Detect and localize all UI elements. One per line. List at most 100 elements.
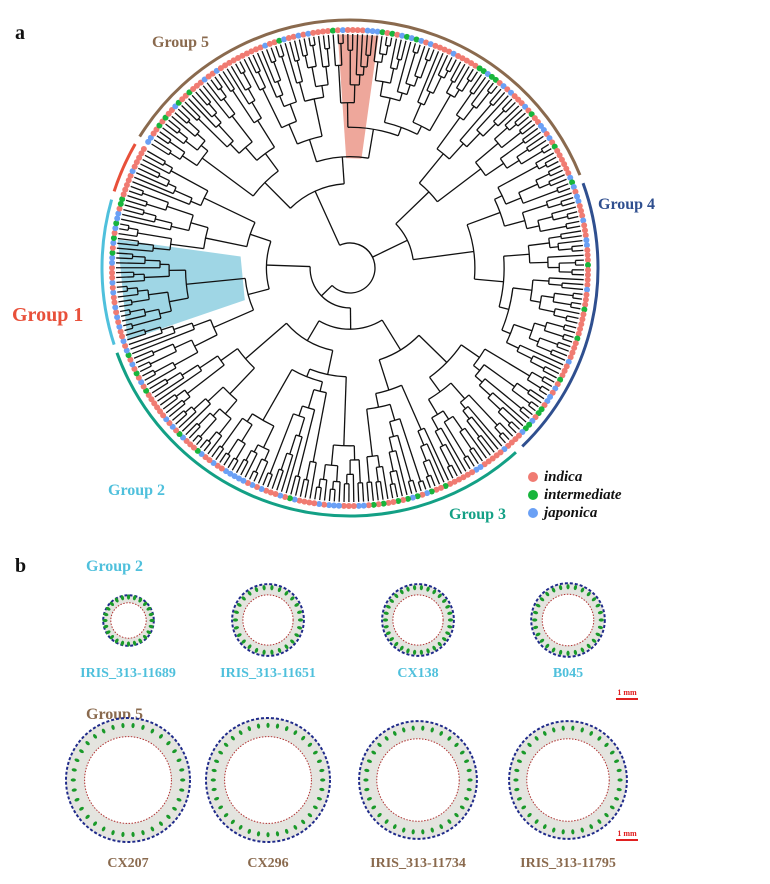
stem-cross-section [358, 720, 478, 840]
tree-branch [166, 372, 181, 382]
tree-branch [169, 141, 186, 153]
vascular-bundle [516, 797, 522, 801]
tree-branch [443, 70, 449, 79]
vascular-bundle [294, 633, 300, 637]
tree-branch [337, 65, 342, 103]
tree-branch [186, 364, 225, 394]
tree-branch [319, 487, 322, 501]
tree-branch [445, 69, 451, 73]
tree-branch [567, 211, 578, 215]
tree-branch [230, 65, 246, 91]
tree-branch [118, 299, 132, 303]
stem-sample-label: IRIS_313-11795 [520, 856, 616, 871]
tree-branch [431, 410, 444, 419]
tree-branch [528, 337, 539, 343]
leaf-dot [295, 32, 302, 39]
tree-branch [432, 76, 442, 94]
tree-branch [175, 413, 188, 425]
vascular-bundle [406, 648, 410, 654]
vascular-bundle [580, 647, 585, 653]
tree-branch [192, 434, 199, 442]
tree-branch [130, 323, 134, 329]
leaf-dot [576, 203, 583, 210]
tree-branch [313, 36, 316, 46]
tree-branch [269, 413, 294, 474]
tree-branch [227, 457, 235, 469]
leaf-dot [581, 306, 588, 313]
tree-branch [208, 431, 217, 442]
leaf-dot [244, 479, 251, 486]
tree-branch [375, 467, 379, 482]
tree-branch [191, 406, 197, 413]
vascular-bundle [521, 750, 527, 755]
tree-branch [445, 443, 463, 475]
group5-highlight-clade [337, 34, 379, 159]
tree-branch [158, 175, 170, 182]
leaf-dot [380, 500, 387, 507]
panel-b-group2-title: Group 2 [86, 558, 144, 575]
vascular-bundle [447, 625, 453, 629]
tree-branch [295, 475, 301, 478]
vascular-bundle [316, 759, 322, 764]
tree-branch [244, 278, 255, 311]
tree-branch [381, 319, 402, 351]
leaf-dot [460, 474, 467, 481]
tree-branch [529, 261, 548, 264]
vascular-bundle [284, 726, 289, 732]
vascular-bundle [297, 626, 303, 630]
vascular-bundle [447, 736, 452, 741]
tree-branch [211, 445, 221, 458]
vascular-bundle [589, 730, 594, 736]
tree-branch [116, 252, 133, 255]
tree-branch [118, 232, 138, 238]
leaf-dot [574, 335, 581, 342]
vascular-bundle [166, 814, 171, 819]
tree-branch [406, 84, 411, 95]
tree-branch [384, 36, 388, 46]
tree-branch [125, 329, 145, 336]
tree-branch [168, 167, 174, 174]
vascular-bundle [366, 797, 372, 801]
tree-branch [389, 484, 394, 499]
tree-branch [426, 89, 434, 94]
leaf-dot [419, 491, 426, 498]
tree-branch [483, 364, 515, 388]
tree-branch [146, 203, 166, 211]
tree-branch [306, 320, 320, 341]
vascular-bundle [385, 604, 391, 609]
tree-branch [425, 476, 431, 488]
tree-branch [519, 344, 564, 366]
vascular-bundle [591, 597, 597, 602]
leaf-dot [109, 284, 116, 291]
tree-branch [563, 328, 576, 334]
tree-branch [389, 38, 398, 69]
leaf-dot [556, 152, 563, 159]
tree-branch [476, 129, 484, 137]
vascular-bundle [439, 730, 444, 736]
vascular-bundle [137, 597, 142, 603]
vascular-bundle [148, 624, 154, 628]
stem-cavity [109, 601, 147, 639]
tree-branch [459, 394, 470, 403]
leaf-dot [442, 482, 449, 489]
vascular-bundle [430, 827, 434, 833]
tree-branch [159, 394, 176, 406]
tree-branch [558, 341, 571, 348]
tree-branch [219, 445, 224, 450]
tree-branch [332, 481, 335, 490]
tree-branch [399, 92, 403, 101]
vascular-bundle [277, 647, 282, 653]
tree-branch [249, 233, 272, 242]
tree-branch [206, 101, 212, 106]
leaf-dot [123, 181, 130, 188]
leaf-dot [140, 146, 147, 152]
tree-branch [502, 432, 510, 441]
vascular-bundle [211, 787, 217, 792]
tree-branch [159, 310, 172, 315]
vascular-bundle [284, 644, 289, 650]
tree-branch [271, 60, 277, 64]
vascular-bundle [571, 725, 575, 731]
tree-branch [484, 348, 531, 377]
leaf-dot [385, 499, 392, 506]
vascular-bundle [609, 750, 615, 755]
